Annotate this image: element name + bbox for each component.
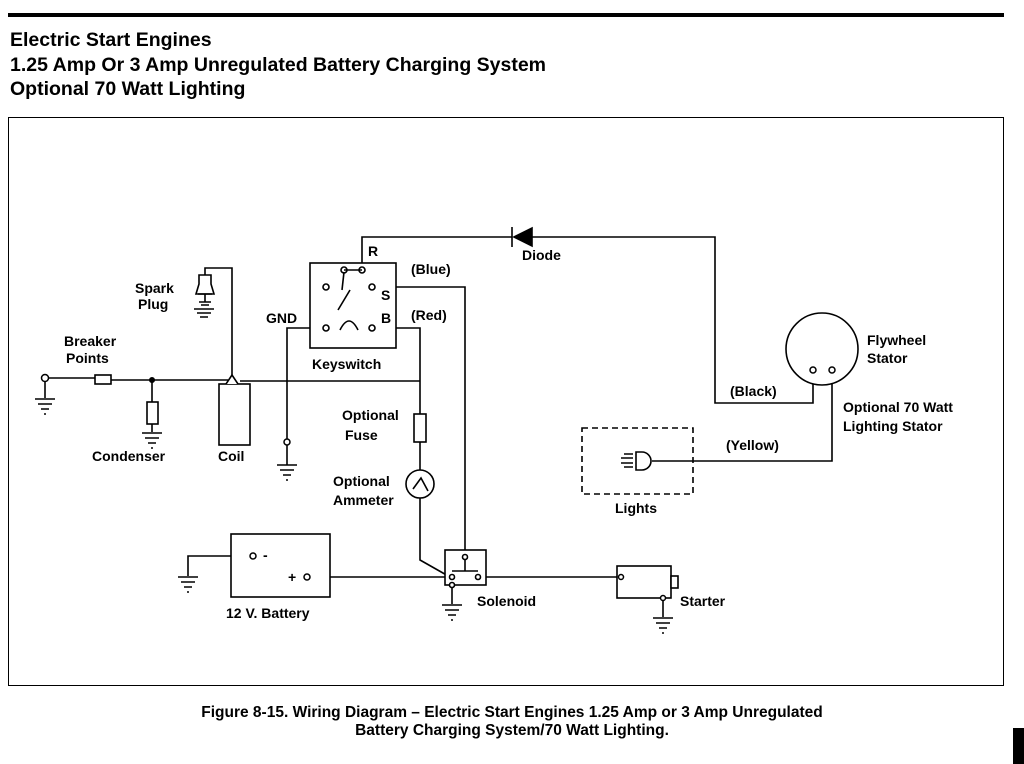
lights-box: [581, 427, 694, 495]
blue-wire: [380, 286, 466, 553]
battery-plus-label: +: [288, 569, 296, 585]
lamp-icon: [621, 451, 652, 471]
flywheel-stator-icon: [785, 312, 859, 386]
stator-terminal: [809, 366, 817, 374]
ammeter-icon: [405, 469, 435, 499]
ground-icon: [277, 464, 297, 481]
flywheel-stator-label: Flywheel: [867, 332, 926, 348]
solenoid-label: Solenoid: [477, 593, 536, 609]
page-title: Electric Start Engines 1.25 Amp Or 3 Amp…: [10, 28, 546, 102]
fuse-label: Optional: [342, 407, 399, 423]
keyswitch-label: Keyswitch: [312, 356, 381, 372]
breaker-points-label: Breaker: [64, 333, 117, 349]
coil-label: Coil: [218, 448, 244, 464]
ground-icon: [194, 308, 214, 318]
ground-terminal: [283, 438, 291, 446]
breaker-terminal: [40, 373, 50, 383]
diode-icon: [511, 226, 533, 248]
title-line-1: Electric Start Engines: [10, 29, 212, 51]
terminal-b-label: B: [381, 310, 391, 326]
title-line-2: 1.25 Amp Or 3 Amp Unregulated Battery Ch…: [10, 53, 547, 76]
starter-box: [616, 565, 672, 599]
wires: [44, 236, 833, 617]
flywheel-stator-label: Stator: [867, 350, 908, 366]
r-to-diode-wire: [361, 236, 512, 270]
ammeter-label: Optional: [333, 473, 390, 489]
ground-icon: [653, 617, 673, 634]
caption-line-2: Battery Charging System/70 Watt Lighting…: [355, 722, 669, 739]
spark-plug-label: Plug: [138, 296, 168, 312]
lighting-stator-label: Lighting Stator: [843, 418, 943, 434]
terminal-s-label: S: [381, 287, 390, 303]
lights-label: Lights: [615, 500, 657, 516]
breaker-points-icon: [94, 374, 112, 385]
solenoid-contacts: [448, 553, 482, 589]
blue-wire-label: (Blue): [411, 261, 451, 277]
figure-caption: Figure 8-15. Wiring Diagram – Electric S…: [0, 704, 1024, 740]
keyswitch-box: [309, 262, 397, 349]
ammeter-to-solenoid-wire: [419, 498, 451, 578]
gnd-label: GND: [266, 310, 297, 326]
spark-plug-icon: [194, 274, 216, 306]
yellow-wire: [652, 370, 833, 462]
ground-icon: [142, 432, 162, 449]
diode-label: Diode: [522, 247, 561, 263]
battery-minus-label: -: [263, 547, 268, 563]
ammeter-needle: [412, 476, 429, 492]
page-edge-mark: [1013, 728, 1024, 764]
battery-negative-terminal: [249, 552, 257, 560]
fuse-label: Fuse: [345, 427, 378, 443]
starter-ground-terminal: [659, 594, 667, 602]
yellow-wire-label: (Yellow): [726, 437, 779, 453]
stator-terminal: [828, 366, 836, 374]
battery-positive-terminal: [303, 573, 311, 581]
ground-icon: [178, 576, 198, 593]
keyswitch-contacts: [322, 266, 376, 332]
ground-icon: [35, 398, 55, 415]
coil-terminal: [225, 373, 239, 385]
diagram-frame: [8, 117, 1004, 686]
diode-to-stator-wire: [532, 236, 814, 404]
ammeter-label: Ammeter: [333, 492, 394, 508]
fuse-icon: [413, 413, 427, 443]
battery-label: 12 V. Battery: [226, 605, 310, 621]
coil-icon: [218, 383, 251, 446]
condenser-label: Condenser: [92, 448, 166, 464]
breaker-points-label: Points: [66, 350, 109, 366]
black-wire-label: (Black): [730, 383, 777, 399]
battery-box: [230, 533, 331, 598]
starter-shaft: [670, 575, 679, 589]
lighting-stator-label: Optional 70 Watt: [843, 399, 953, 415]
starter-terminal: [617, 573, 625, 581]
battery-negative-wire: [187, 555, 250, 576]
caption-line-1: Figure 8-15. Wiring Diagram – Electric S…: [201, 704, 823, 721]
ground-icon: [442, 604, 462, 621]
starter-label: Starter: [680, 593, 726, 609]
top-rule: [8, 13, 1004, 17]
title-line-3: Optional 70 Watt Lighting: [10, 78, 246, 100]
condenser-icon: [146, 401, 159, 425]
red-wire-label: (Red): [411, 307, 447, 323]
spark-plug-label: Spark: [135, 280, 174, 296]
terminal-r-label: R: [368, 243, 378, 259]
junction-dot: [149, 377, 155, 383]
